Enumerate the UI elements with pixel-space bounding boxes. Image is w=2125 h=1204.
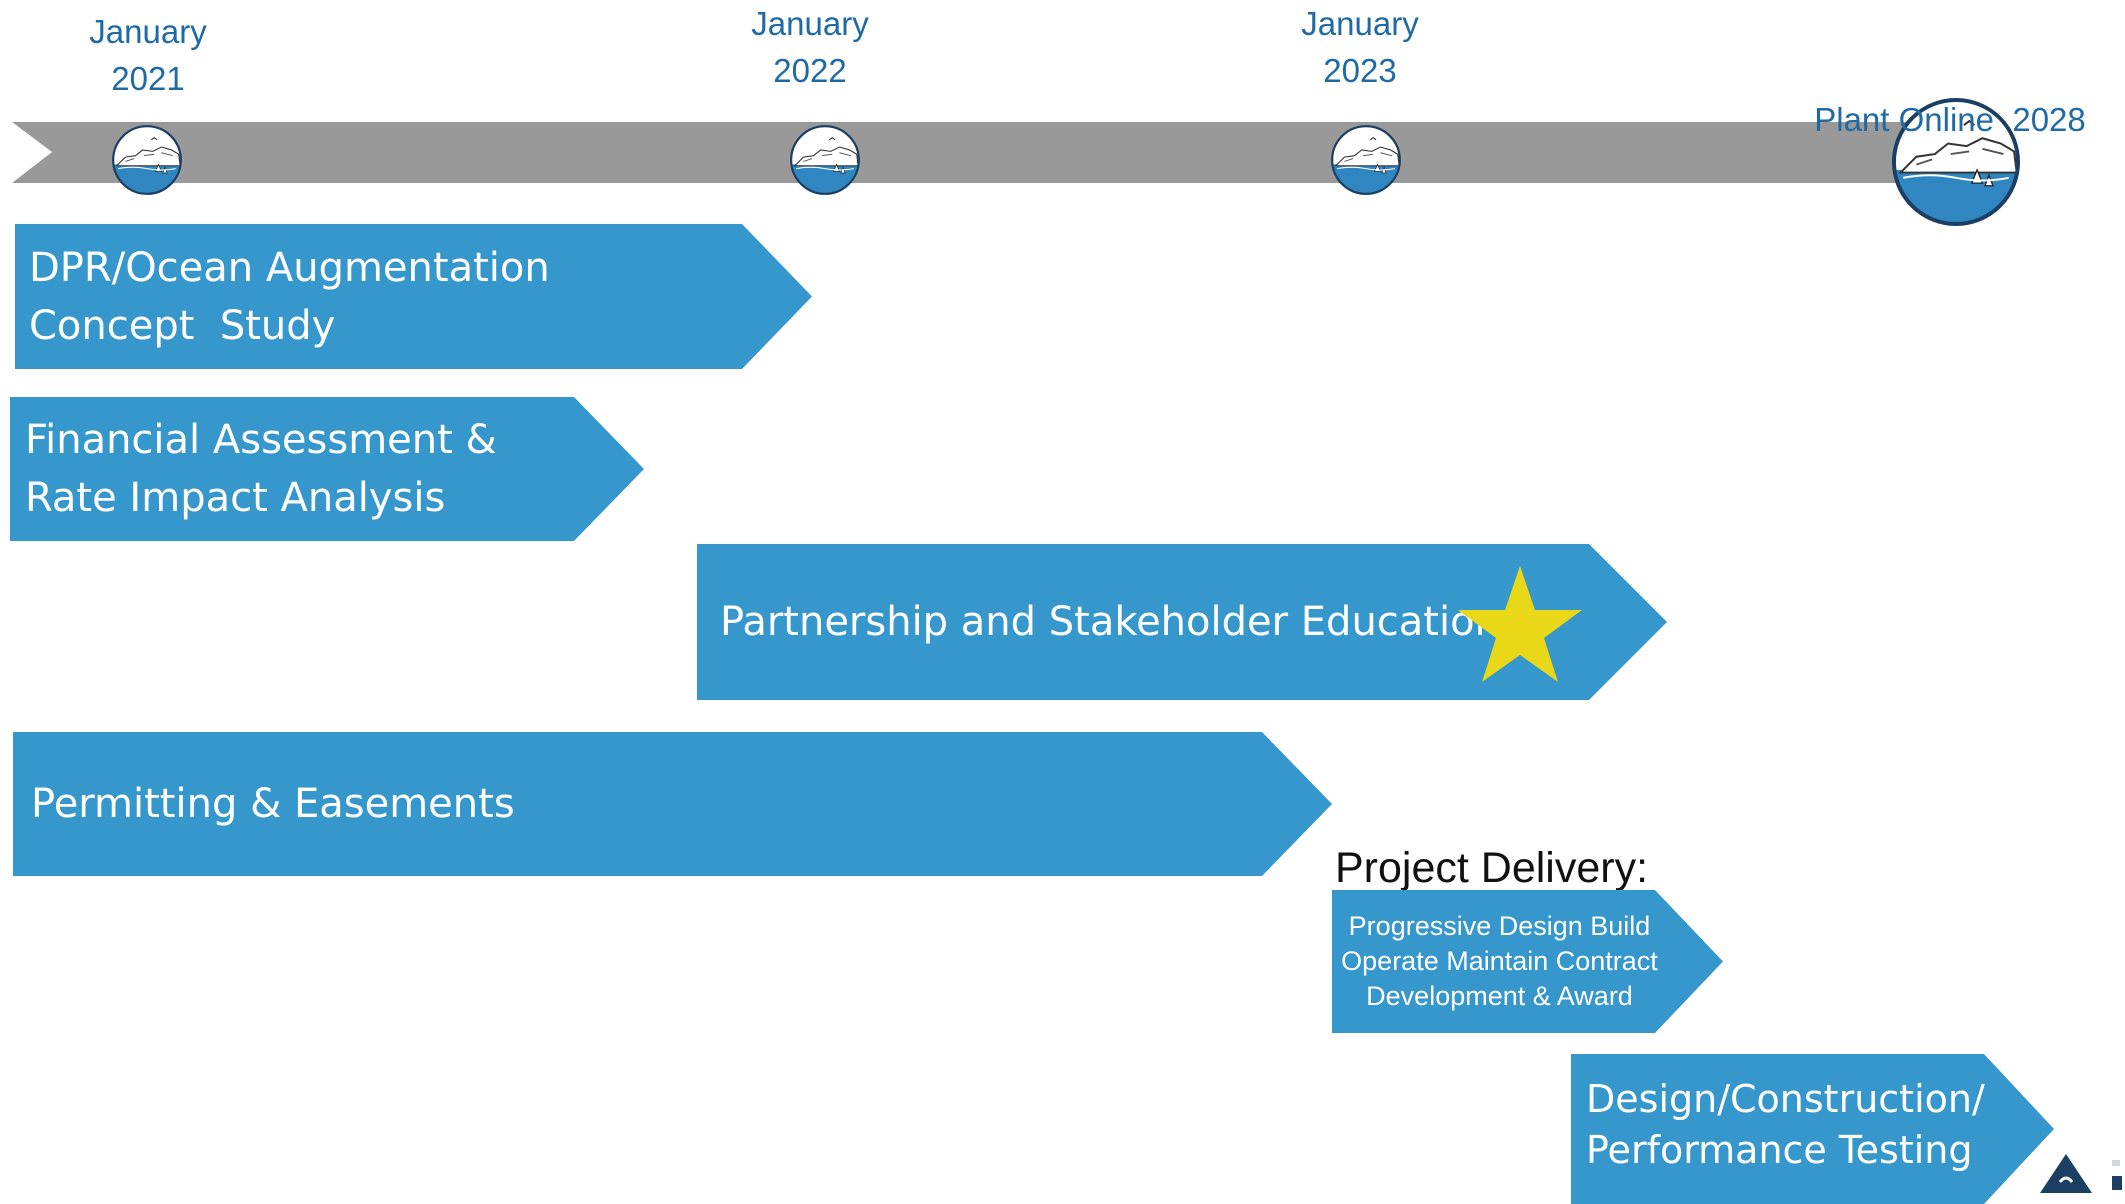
project-delivery-line1: Progressive Design Build bbox=[1348, 911, 1651, 941]
milestone-2021-label: January 2021 bbox=[48, 8, 248, 102]
milestone-2022-label: January 2022 bbox=[710, 0, 910, 94]
concept-study-arrow: DPR/Ocean Augmentation Concept Study bbox=[15, 224, 812, 369]
plant-online-text: Plant Online 2028 bbox=[1814, 101, 2086, 138]
design-construction-line2: Performance Testing bbox=[1586, 1128, 1973, 1172]
financial-assessment-line1: Financial Assessment & bbox=[25, 417, 497, 463]
design-construction-arrow: Design/Construction/ Performance Testing bbox=[1571, 1054, 2054, 1204]
milestone-2022-year: 2022 bbox=[773, 52, 847, 89]
milestone-2023-icon bbox=[1330, 124, 1402, 196]
financial-assessment-arrow: Financial Assessment & Rate Impact Analy… bbox=[10, 397, 644, 541]
milestone-2021-icon bbox=[111, 124, 183, 196]
concept-study-line1: DPR/Ocean Augmentation bbox=[29, 244, 550, 291]
milestone-2023-year: 2023 bbox=[1323, 52, 1397, 89]
project-delivery-line3: Development & Award bbox=[1366, 981, 1633, 1011]
project-delivery-line2: Operate Maintain Contract bbox=[1341, 946, 1658, 976]
concept-study-line2: Concept Study bbox=[29, 302, 336, 349]
milestone-2022-month: January bbox=[751, 5, 869, 42]
milestone-2023-label: January 2023 bbox=[1260, 0, 1460, 94]
milestone-2022-icon bbox=[789, 124, 861, 196]
project-delivery-arrow: Progressive Design Build Operate Maintai… bbox=[1332, 890, 1723, 1033]
star-icon bbox=[1455, 563, 1585, 685]
financial-assessment-line2: Rate Impact Analysis bbox=[25, 475, 446, 521]
project-delivery-heading: Project Delivery: bbox=[1335, 844, 1649, 892]
milestone-2021-month: January bbox=[89, 13, 207, 50]
design-construction-line1: Design/Construction/ bbox=[1586, 1077, 1985, 1121]
plant-online-label: Plant Online 2028 bbox=[1790, 2, 2110, 190]
milestone-2021-year: 2021 bbox=[111, 60, 185, 97]
permitting-easements-arrow: Permitting & Easements bbox=[13, 732, 1332, 876]
district-logo-icon bbox=[2038, 1150, 2125, 1193]
permitting-easements-label: Permitting & Easements bbox=[31, 781, 515, 827]
milestone-2023-month: January bbox=[1301, 5, 1419, 42]
partnership-education-label: Partnership and Stakeholder Education bbox=[720, 599, 1500, 645]
project-delivery-text: Progressive Design Build Operate Maintai… bbox=[1332, 909, 1667, 1014]
timeline-bar bbox=[0, 95, 1990, 245]
